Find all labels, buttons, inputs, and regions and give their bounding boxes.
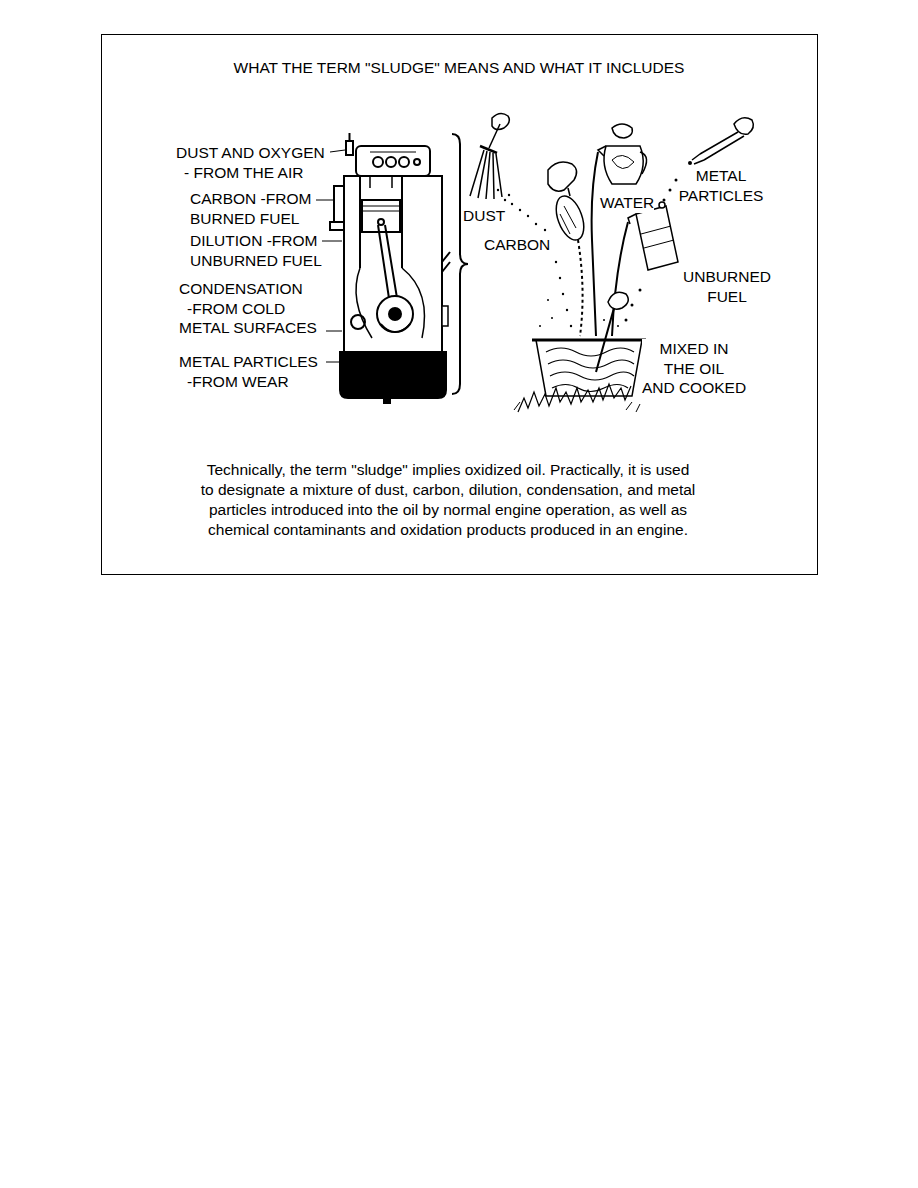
- text-line: FUEL: [683, 287, 771, 307]
- text-line: MIXED IN: [642, 339, 746, 359]
- text-line: UNBURNED: [683, 267, 771, 287]
- text-line: chemical contaminants and oxidation prod…: [201, 520, 696, 540]
- part-label: METAL PARTICLES -FROM WEAR: [179, 352, 318, 391]
- text-line: UNBURNED FUEL: [190, 251, 322, 271]
- text-line: WHAT THE TERM "SLUDGE" MEANS AND WHAT IT…: [234, 58, 685, 78]
- frame-border: [102, 35, 818, 575]
- text-line: PARTICLES: [679, 186, 764, 206]
- text-line: BURNED FUEL: [190, 209, 311, 229]
- text-line: CONDENSATION: [179, 279, 317, 299]
- text-line: to designate a mixture of dust, carbon, …: [201, 480, 696, 500]
- part-label: CARBON -FROM BURNED FUEL: [190, 189, 311, 228]
- text-line: - FROM THE AIR: [176, 163, 325, 183]
- part-label: MIXED IN THE OIL AND COOKED: [642, 339, 746, 398]
- part-label: DUST: [463, 206, 505, 226]
- curly-brace: [452, 134, 468, 394]
- text-line: METAL PARTICLES: [179, 352, 318, 372]
- part-label: CARBON: [484, 235, 550, 255]
- diagram-title: WHAT THE TERM "SLUDGE" MEANS AND WHAT IT…: [234, 58, 685, 78]
- engine-drawing: [330, 133, 450, 403]
- text-line: DILUTION -FROM: [190, 231, 322, 251]
- text-line: CARBON -FROM: [190, 189, 311, 209]
- text-line: THE OIL: [642, 359, 746, 379]
- text-line: particles introduced into the oil by nor…: [201, 500, 696, 520]
- part-label: DUST AND OXYGEN - FROM THE AIR: [176, 143, 325, 182]
- text-line: METAL: [679, 166, 764, 186]
- text-line: Technically, the term "sludge" implies o…: [201, 460, 696, 480]
- caption-text: Technically, the term "sludge" implies o…: [201, 460, 696, 540]
- text-line: CARBON: [484, 235, 550, 255]
- text-line: AND COOKED: [642, 378, 746, 398]
- text-line: -FROM COLD: [179, 299, 317, 319]
- part-label: UNBURNED FUEL: [683, 267, 771, 306]
- part-label: DILUTION -FROM UNBURNED FUEL: [190, 231, 322, 270]
- part-label: WATER: [600, 193, 654, 213]
- text-line: DUST AND OXYGEN: [176, 143, 325, 163]
- sludge-recipe-drawing: [470, 113, 753, 412]
- part-label: CONDENSATION -FROM COLD METAL SURFACES: [179, 279, 317, 338]
- text-line: -FROM WEAR: [179, 372, 318, 392]
- text-line: WATER: [600, 193, 654, 213]
- text-line: METAL SURFACES: [179, 318, 317, 338]
- part-label: METAL PARTICLES: [679, 166, 764, 205]
- text-line: DUST: [463, 206, 505, 226]
